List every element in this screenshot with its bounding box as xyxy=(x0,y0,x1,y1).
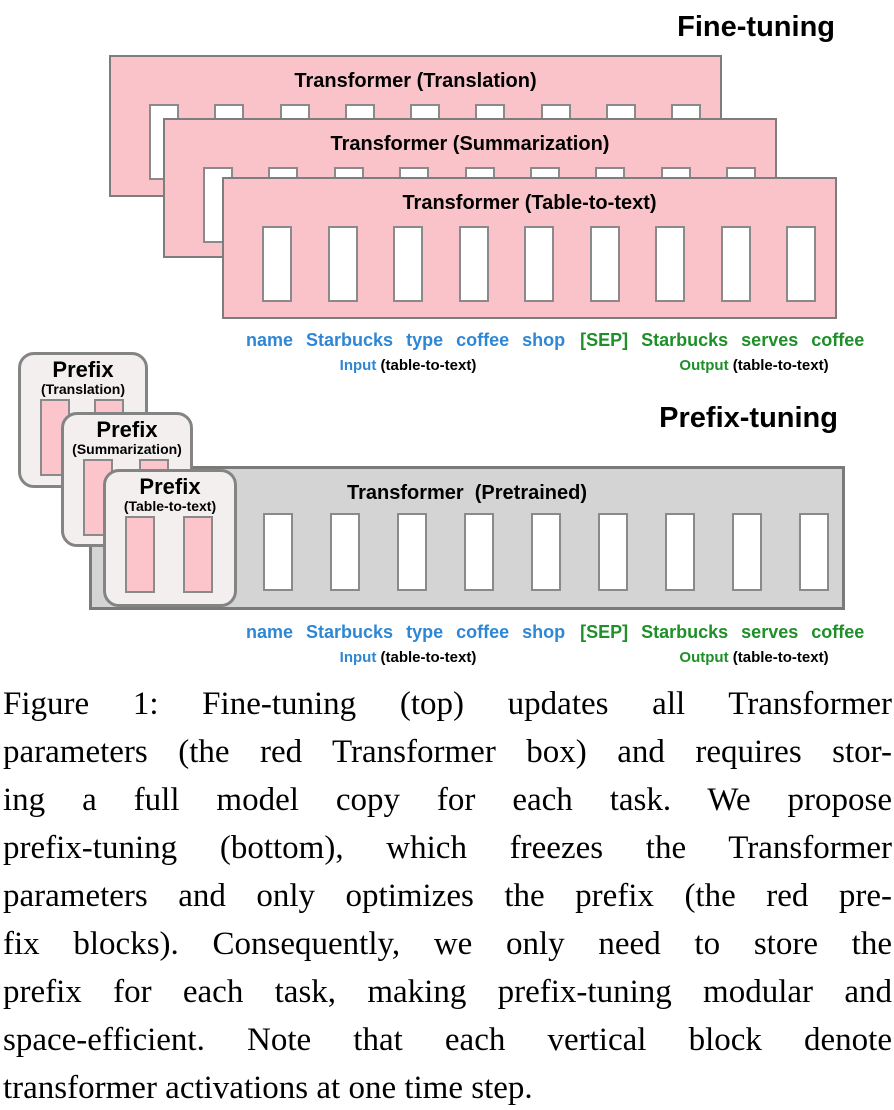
input-label: Input xyxy=(339,649,377,666)
figure-caption: Figure 1: Fine-tuning (top) updates all … xyxy=(3,680,892,1110)
input-label-suffix: (table-to-text) xyxy=(380,649,477,666)
activation-blocks-row xyxy=(262,226,816,302)
fine-tuning-heading: Fine-tuning xyxy=(677,11,835,43)
activation-blocks-row xyxy=(263,513,829,591)
activation-block xyxy=(263,513,293,591)
prefix-subtitle: (Summarization) xyxy=(72,441,182,457)
token: Starbucks xyxy=(306,622,394,642)
caption-line: parameters and only optimizes the prefix… xyxy=(3,878,892,914)
token: type xyxy=(406,330,444,350)
caption-line: prefix for each task, making prefix-tuni… xyxy=(3,974,892,1010)
transformer-box-table-to-text: Transformer (Table-to-text) xyxy=(222,177,837,319)
caption-line: parameters (the red Transformer box) and… xyxy=(3,734,892,770)
output-label: Output xyxy=(679,649,729,666)
token: type xyxy=(406,622,444,642)
activation-block xyxy=(655,226,685,302)
token: coffee xyxy=(811,330,865,350)
prefix-title: Prefix xyxy=(96,417,158,442)
token: Starbucks xyxy=(641,330,729,350)
activation-block xyxy=(531,513,561,591)
caption-line: transformer activations at one time step… xyxy=(3,1070,533,1106)
transformer-box-label: Transformer (Translation) xyxy=(294,70,537,92)
activation-block xyxy=(720,226,751,302)
token: coffee xyxy=(811,622,865,642)
prefix-blocks-row xyxy=(125,516,213,593)
output-caption-top: Output (table-to-text) xyxy=(679,357,828,374)
prefix-title: Prefix xyxy=(139,474,201,499)
pretrained-label: Transformer (Pretrained) xyxy=(346,482,588,504)
input-caption-top: Input (table-to-text) xyxy=(340,357,477,374)
input-label: Input xyxy=(339,357,377,374)
token: Starbucks xyxy=(641,622,729,642)
activation-block xyxy=(524,226,554,302)
output-label-suffix: (table-to-text) xyxy=(732,357,829,374)
caption-line: space-efficient. Note that each vertical… xyxy=(3,1022,892,1058)
token: name xyxy=(246,330,294,350)
output-label-suffix: (table-to-text) xyxy=(732,649,829,666)
activation-block xyxy=(393,226,423,302)
activation-block xyxy=(458,226,489,302)
output-label: Output xyxy=(679,357,729,374)
prefix-subtitle: (Translation) xyxy=(40,381,125,397)
token: coffee xyxy=(456,622,510,642)
prefix-subtitle: (Table-to-text) xyxy=(123,498,217,514)
activation-block xyxy=(799,513,829,591)
token: [SEP] xyxy=(580,622,629,642)
input-tokens: name Starbucks type coffee shop xyxy=(246,330,565,351)
token: name xyxy=(246,622,294,642)
token: Starbucks xyxy=(306,330,394,350)
caption-line: prefix-tuning (bottom), which freezes th… xyxy=(3,830,892,866)
activation-block xyxy=(589,226,620,302)
input-tokens: name Starbucks type coffee shop xyxy=(246,622,565,643)
activation-block xyxy=(330,513,360,591)
token: coffee xyxy=(456,330,510,350)
activation-block xyxy=(327,226,358,302)
prefix-block xyxy=(125,516,155,593)
output-tokens: [SEP] Starbucks serves coffee xyxy=(580,622,864,643)
activation-block xyxy=(464,513,494,591)
token: shop xyxy=(522,622,566,642)
prefix-title: Prefix xyxy=(52,357,114,382)
token: shop xyxy=(522,330,566,350)
caption-line: fix blocks). Consequently, we only need … xyxy=(3,926,892,962)
activation-block xyxy=(665,513,695,591)
input-caption-bottom: Input (table-to-text) xyxy=(340,649,477,666)
activation-block xyxy=(598,513,628,591)
token-row-bottom: name Starbucks type coffee shop [SEP] St… xyxy=(246,622,864,643)
token: [SEP] xyxy=(580,330,629,350)
activation-block xyxy=(732,513,762,591)
caption-line: ing a full model copy for each task. We … xyxy=(3,782,892,818)
activation-block xyxy=(786,226,816,302)
transformer-box-label: Transformer (Summarization) xyxy=(330,133,610,155)
transformer-box-label: Transformer (Table-to-text) xyxy=(402,192,657,214)
activation-block xyxy=(397,513,427,591)
prefix-tuning-heading: Prefix-tuning xyxy=(659,402,838,434)
activation-block xyxy=(262,226,292,302)
token: serves xyxy=(741,330,799,350)
token: serves xyxy=(741,622,799,642)
prefix-box-table-to-text: Prefix (Table-to-text) xyxy=(103,469,237,607)
output-caption-bottom: Output (table-to-text) xyxy=(679,649,828,666)
caption-line: Figure 1: Fine-tuning (top) updates all … xyxy=(3,686,892,722)
output-tokens: [SEP] Starbucks serves coffee xyxy=(580,330,864,351)
input-label-suffix: (table-to-text) xyxy=(380,357,477,374)
token-row-top: name Starbucks type coffee shop [SEP] St… xyxy=(246,330,864,351)
prefix-block xyxy=(183,516,213,593)
